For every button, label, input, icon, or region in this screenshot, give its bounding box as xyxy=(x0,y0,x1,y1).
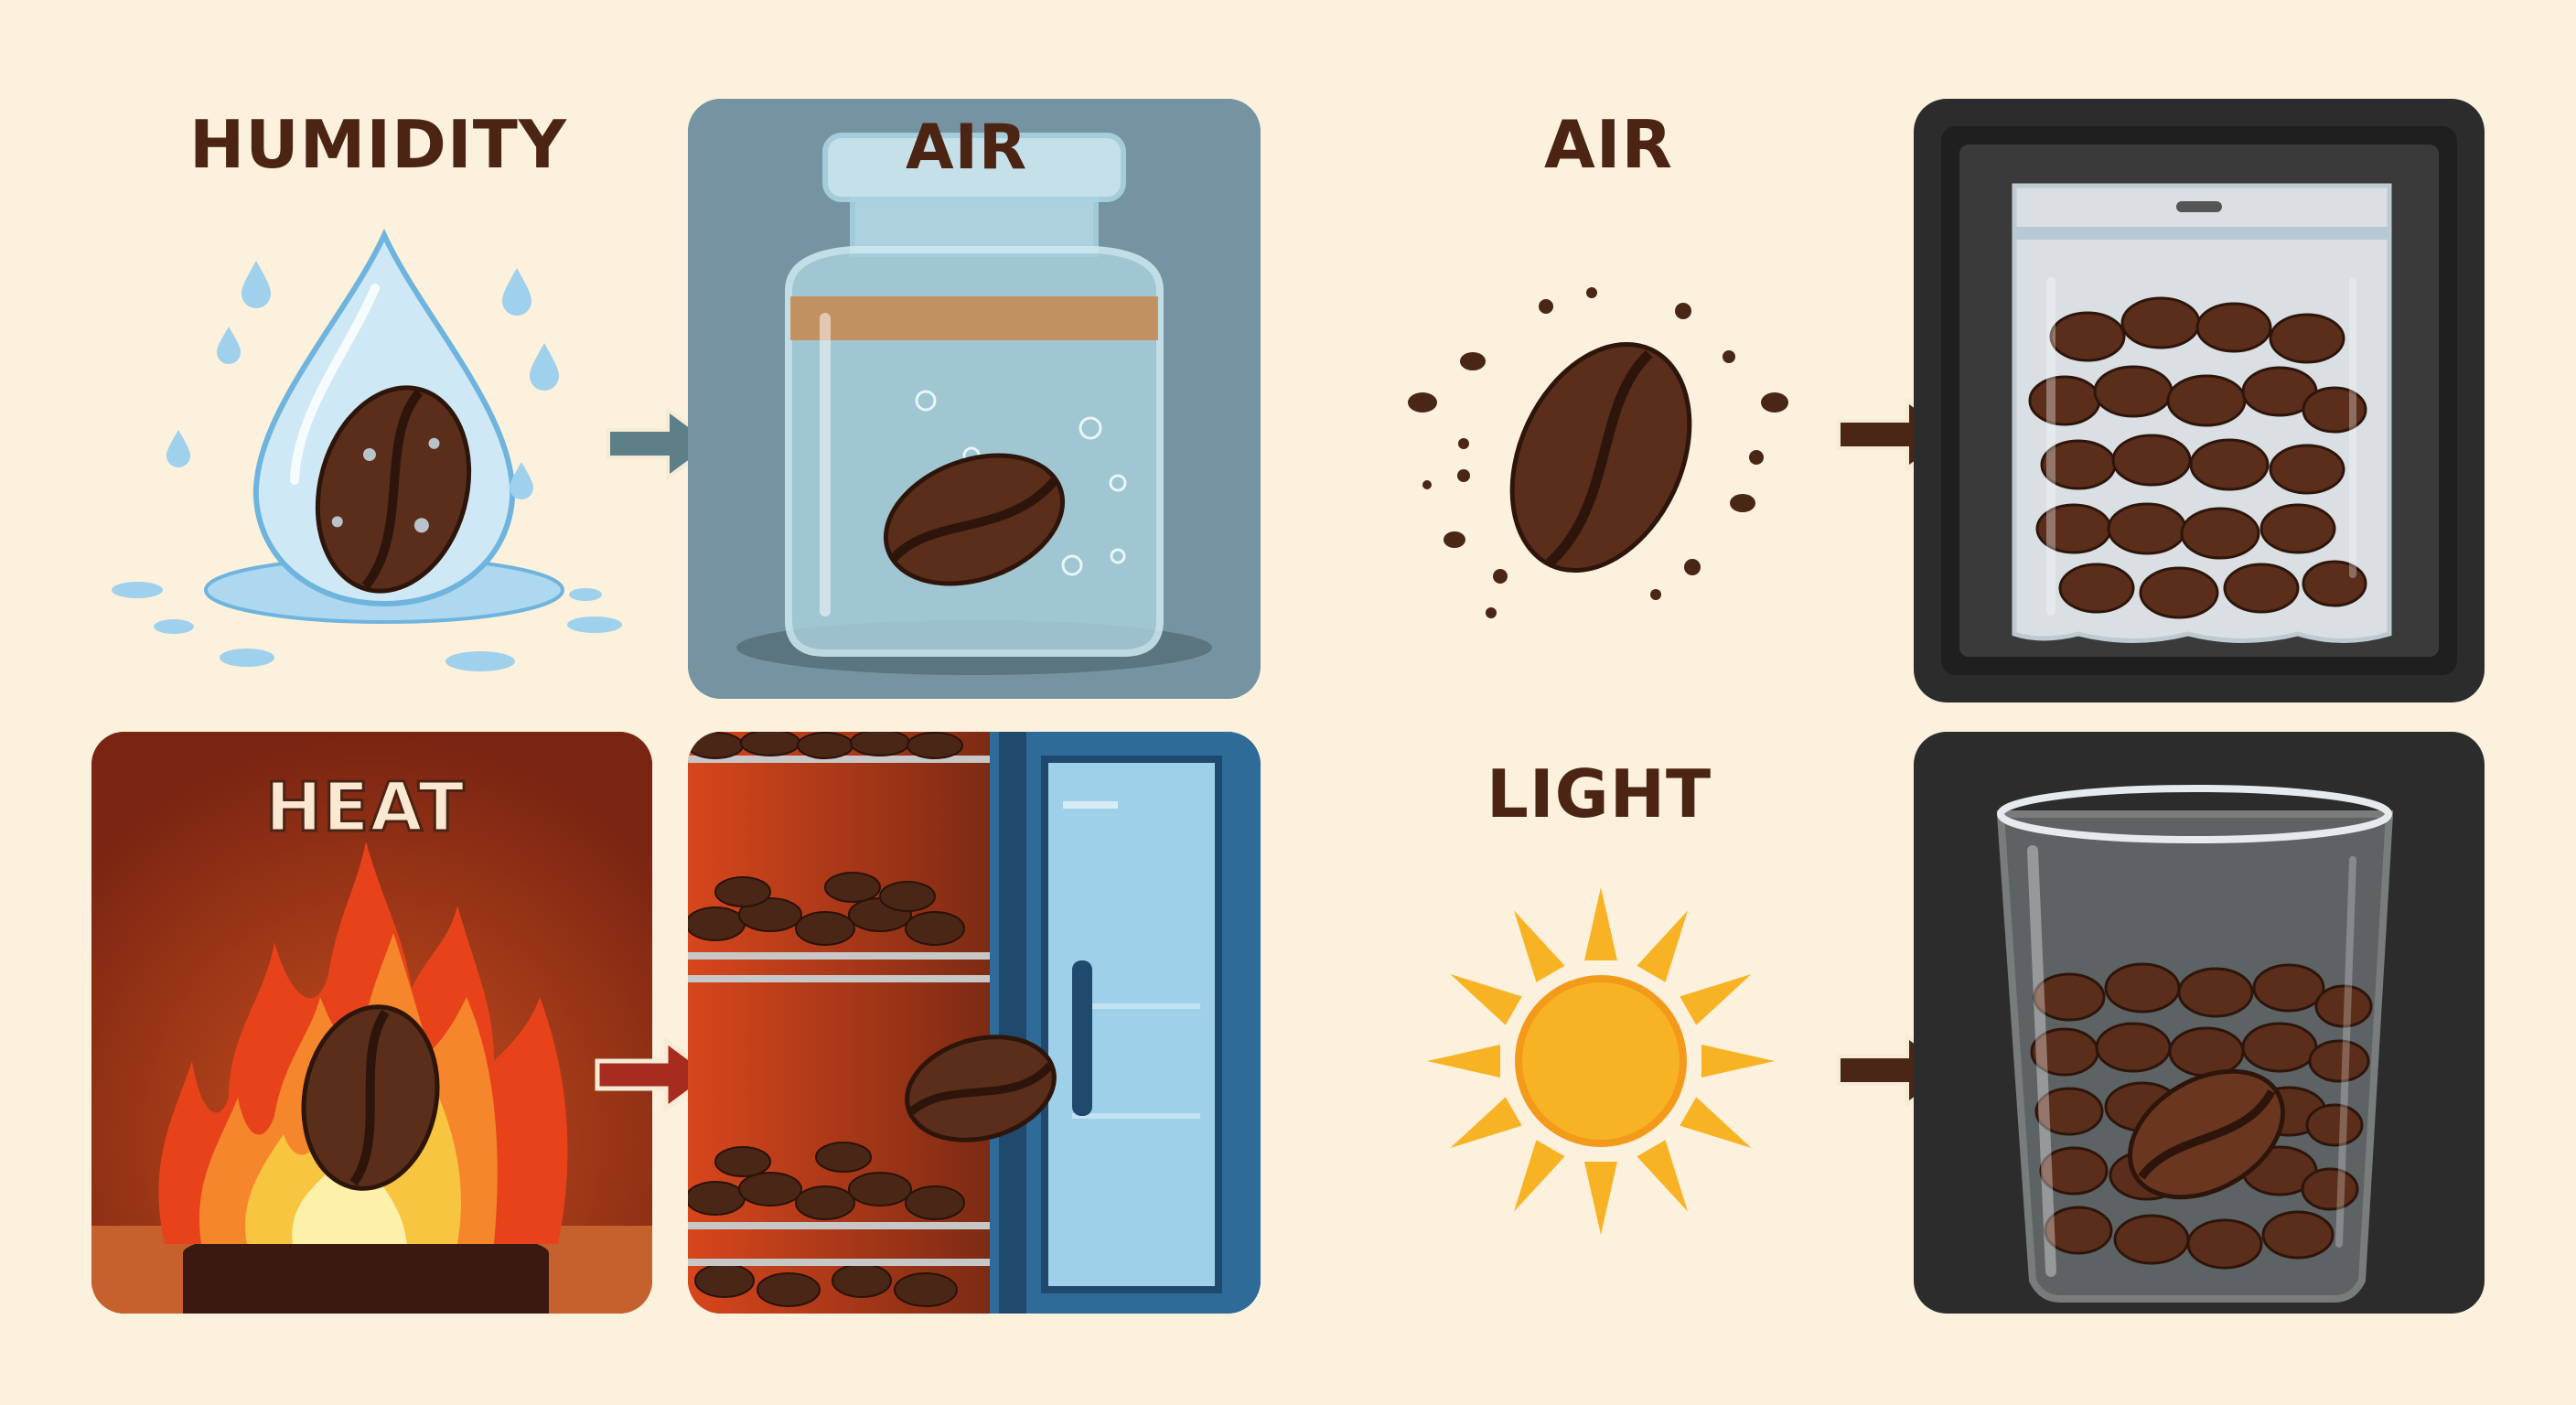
sun-icon xyxy=(1427,887,1775,1235)
glass-container-icon xyxy=(1996,785,2394,1303)
coffee-bean-icon xyxy=(905,1035,1057,1142)
glass-container-panel xyxy=(1914,732,2485,1314)
coffee-bean-icon xyxy=(1408,287,1788,618)
air-label: AIR xyxy=(1544,106,1673,183)
coffee-bean-icon xyxy=(883,453,1066,586)
humidity-label: HUMIDITY xyxy=(189,106,567,183)
vacuum-bag-icon xyxy=(1941,126,2457,675)
light-label: LIGHT xyxy=(1487,756,1712,832)
vacuum-bag-panel xyxy=(1914,99,2485,702)
jar-air-label: AIR xyxy=(906,112,1028,184)
jar-icon xyxy=(688,99,1261,699)
coffee-bean-icon xyxy=(301,1004,440,1191)
refrigerator-panel xyxy=(688,732,1261,1314)
heat-label: HEAT xyxy=(263,768,466,847)
jar-panel: AIR xyxy=(688,99,1261,699)
refrigerator-icon xyxy=(688,732,1261,1314)
water-drop-icon xyxy=(112,228,622,671)
flame-icon xyxy=(91,732,652,1314)
heat-panel: HEAT xyxy=(91,732,652,1314)
